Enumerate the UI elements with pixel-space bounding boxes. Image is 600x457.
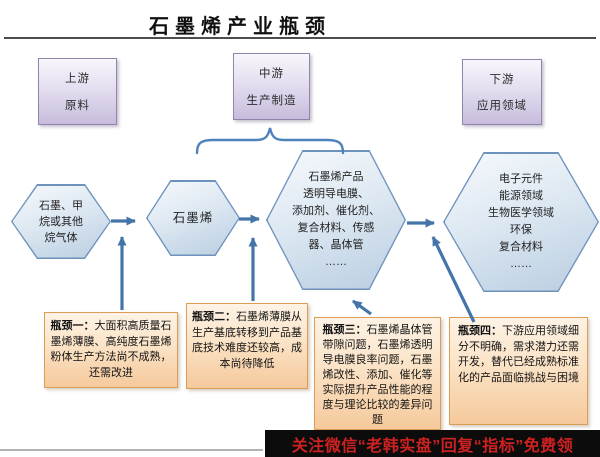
hexagon-raw-materials: 石墨、甲 烷或其他 烷气体 [11,184,111,259]
bottleneck-text: 石墨烯晶体管带隙问题，石墨烯透明导电膜良率问题，石墨烯改性、添加、催化等实际提升… [322,324,433,426]
bottleneck-box-2: 瓶颈二：石墨烯薄膜从生产基底转移到产品基底技术难度还较高，成本尚待降低 [186,303,308,389]
stage-box-downstream: 下游 应用领域 [462,59,542,125]
bottleneck-label: 瓶颈三： [322,324,367,336]
stage-box-upstream: 上游 原料 [38,58,117,125]
stage-desc: 生产制造 [246,95,297,107]
bottleneck-box-3: 瓶颈三：石墨烯晶体管带隙问题，石墨烯透明导电膜良率问题，石墨烯改性、添加、催化等… [314,317,441,430]
hexagon-text-line: 石墨、甲 [39,199,83,212]
hexagon-text-line: 器、晶体管 [308,239,364,251]
bottleneck-label: 瓶颈一： [50,320,95,332]
bottleneck-box-4: 瓶颈四：下游应用领域细分不明确，需求潜力还需开发，替代已经成熟标准化的产品面临挑… [449,317,588,425]
stage-name: 上游 [65,73,90,85]
bottleneck-label: 瓶颈二： [192,311,236,323]
hexagon-text-line: 复合材料、传感 [297,222,375,234]
hexagon-text-line: 添加剂、催化剂、 [292,205,380,217]
hexagon-text-line: 烷或其他 [39,215,83,228]
hexagon-application-fields: 电子元件 能源领域 生物医学领域 环保 复合材料 …… [443,152,599,292]
arrow-bottleneck3-up [352,299,372,316]
stage-desc: 应用领域 [477,100,527,113]
promo-footer-text: 关注微信“老韩实盘”回复“指标”免费领 [291,437,574,455]
bottleneck-text: 下游应用领域细分不明确，需求潜力还需开发，替代已经成熟标准化的产品面临挑战与困境 [458,325,579,384]
diagram-title: 石墨烯产业瓶颈 [149,16,331,38]
title-underline [4,37,596,39]
hexagon-text-line: 能源领域 [499,190,543,202]
hexagon-text-line: 烷气体 [44,231,78,244]
hexagon-text-line: …… [510,258,532,270]
promo-footer-bar: 关注微信“老韩实盘”回复“指标”免费领 [265,430,600,457]
hexagon-text-line: 复合材料 [499,241,543,253]
hexagon-text-line: 生物医学领域 [488,207,554,219]
bottleneck-box-1: 瓶颈一：大面积高质量石墨烯薄膜、高纯度石墨烯粉体生产方法尚不成熟，还需改进 [44,312,178,388]
stage-box-midstream: 中游 生产制造 [233,53,310,120]
hexagon-text-line: 电子元件 [499,173,543,185]
bottleneck-text: 大面积高质量石墨烯薄膜、高纯度石墨烯粉体生产方法尚不成熟，还需改进 [50,320,172,379]
bottleneck-text: 石墨烯薄膜从生产基底转移到产品基底技术难度还较高，成本尚待降低 [192,311,302,370]
hexagon-text-line: …… [325,256,347,268]
stage-name: 中游 [259,68,284,80]
hexagon-graphene: 石墨烯 [146,180,240,256]
stage-desc: 原料 [65,100,90,112]
bottleneck-label: 瓶颈四： [458,325,502,337]
hexagon-text-line: 石墨烯产品 [308,171,364,183]
hexagon-text-line: 环保 [510,224,532,236]
hexagon-graphene-products: 石墨烯产品 透明导电膜、 添加剂、催化剂、 复合材料、传感 器、晶体管 …… [266,150,406,290]
hexagon-text-line: 石墨烯 [172,211,214,225]
footer-divider-line [0,449,263,451]
stage-name: 下游 [489,73,515,86]
hexagon-text-line: 透明导电膜、 [303,188,369,200]
